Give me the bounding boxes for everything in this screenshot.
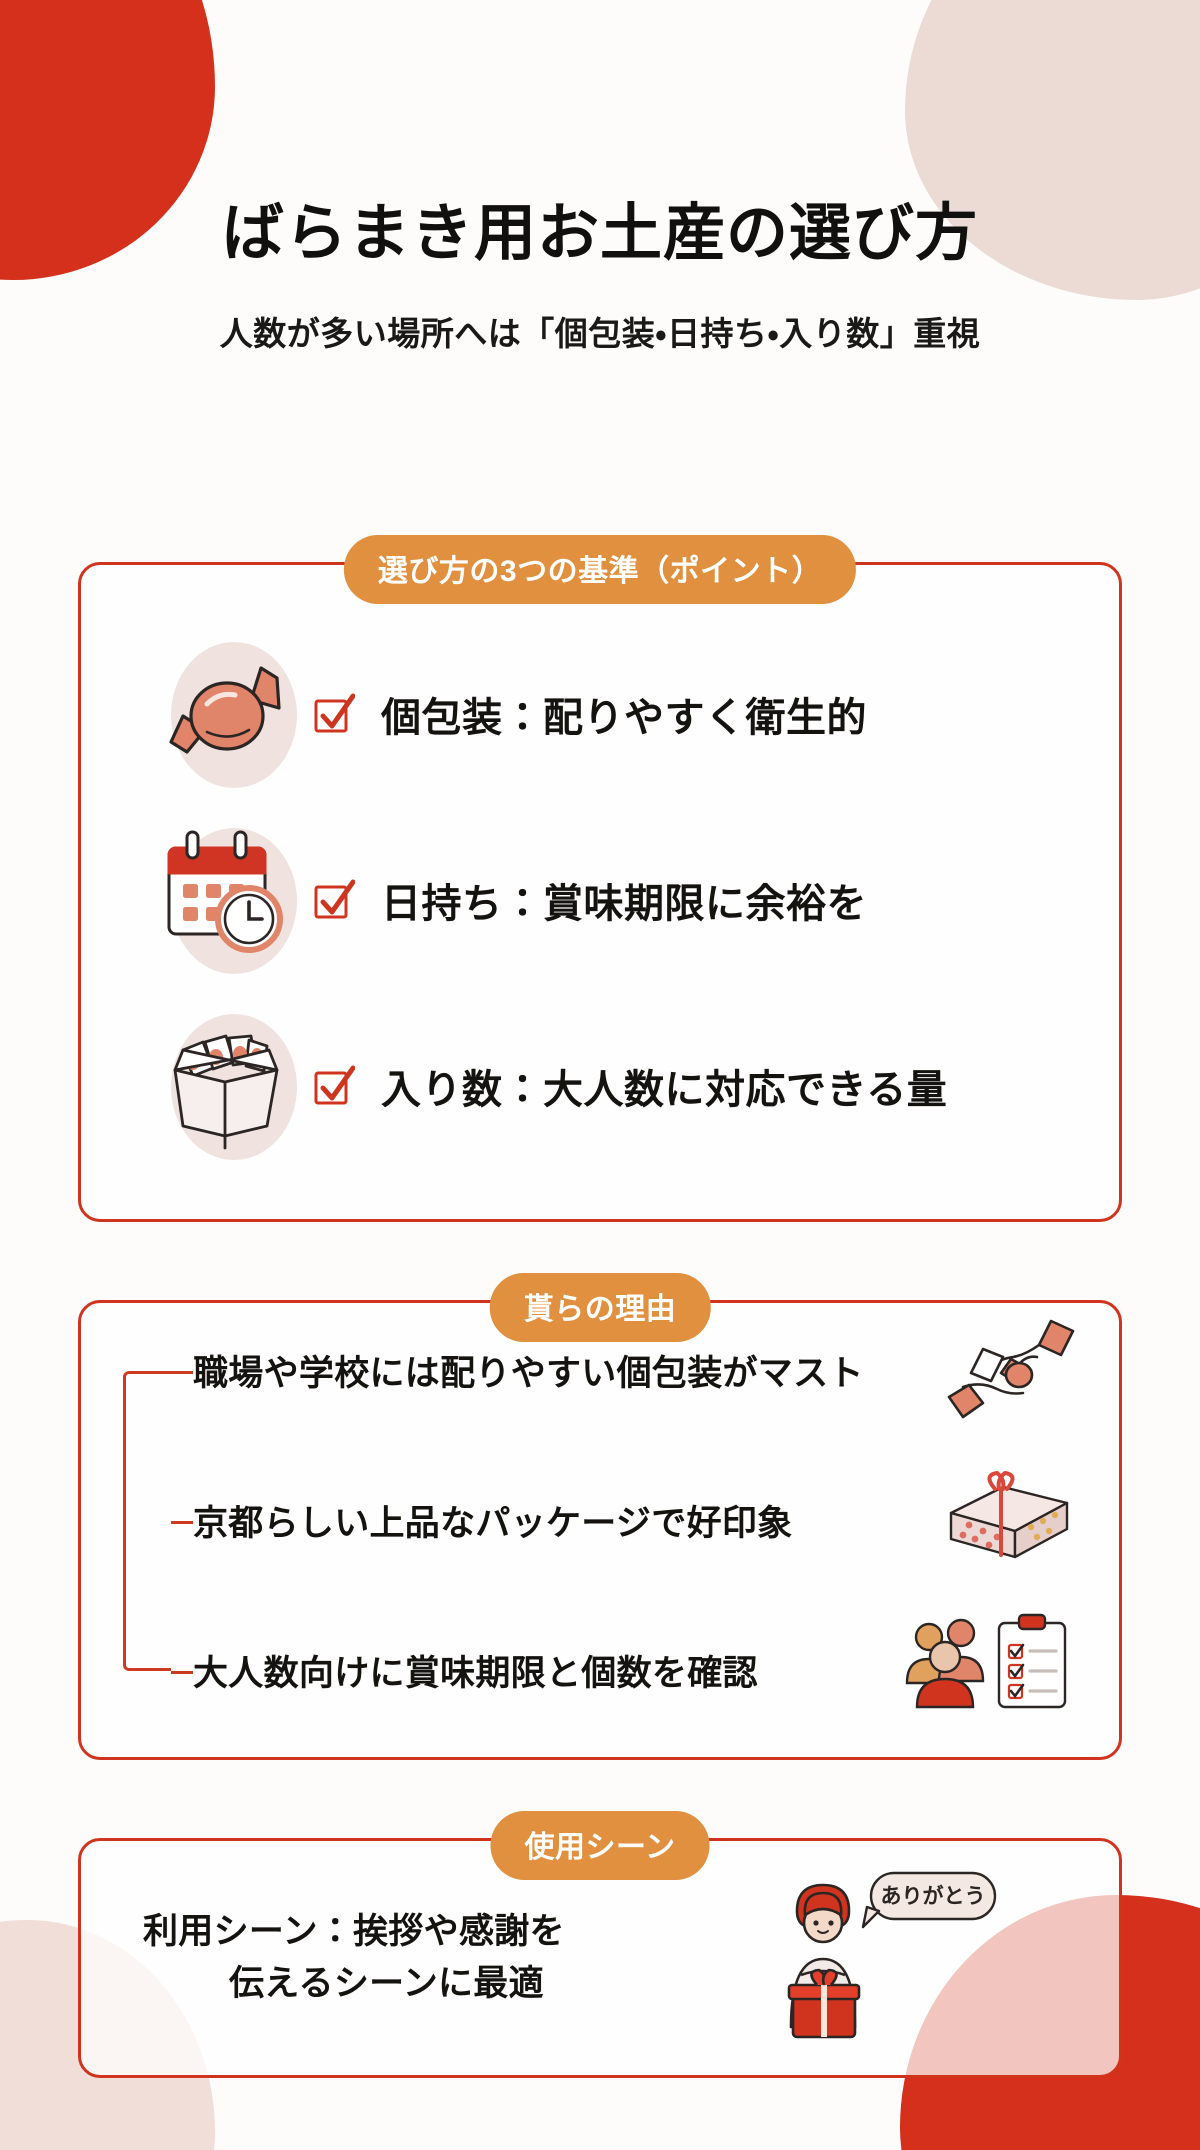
bracket-decoration: [123, 1371, 171, 1671]
card-reasons-badge: 貰らの理由: [489, 1273, 711, 1342]
criteria-label: 個包装：配りやすく衛生的: [381, 696, 867, 740]
reason-label: 大人数向けに賞味期限と個数を確認: [193, 1654, 758, 1693]
card-scene: 使用シーン 利用シーン：挨拶や感謝を 伝えるシーンに最適 ありがとう: [78, 1811, 1122, 2078]
calendar-clock-icon: [143, 820, 313, 980]
box-of-snacks-icon: [143, 1006, 313, 1166]
card-criteria-badge: 選び方の3つの基準（ポイント）: [343, 535, 857, 604]
candy-icon: [143, 634, 313, 794]
checkbox-checked-icon: [313, 1065, 356, 1107]
checkbox-checked-icon: [313, 879, 356, 921]
bracket-tick: [171, 1521, 193, 1524]
speech-bubble-text: ありがとう: [881, 1884, 986, 1908]
reason-row: 職場や学校には配りやすい個包装がマスト: [193, 1345, 1093, 1396]
reason-row: 京都らしい上品なパッケージで好印象: [193, 1495, 1093, 1546]
page-title: ばらまき用お土産の選び方: [221, 199, 978, 268]
header: ばらまき用お土産の選び方 人数が多い場所へは「個包装・日持ち・入り数」重視: [0, 0, 1200, 355]
scene-line-1: 利用シーン：挨拶や感謝を: [143, 1912, 565, 1952]
card-reasons: 貰らの理由 職場や学校には配りやすい個包装がマスト: [78, 1273, 1122, 1760]
card-criteria: 選び方の3つの基準（ポイント）: [78, 535, 1122, 1222]
speech-bubble: ありがとう: [861, 1871, 997, 1929]
scene-text-block: 利用シーン：挨拶や感謝を 伝えるシーンに最適: [143, 1906, 565, 2010]
gift-box-ribbon-icon: [939, 1467, 1079, 1572]
criteria-label: 入り数：大人数に対応できる量: [381, 1068, 948, 1112]
scene-line-2: 伝えるシーンに最適: [229, 1964, 544, 2003]
checkbox-checked-icon: [313, 693, 356, 735]
page-subtitle: 人数が多い場所へは「個包装・日持ち・入り数」重視: [219, 315, 981, 353]
people-and-checklist-icon: [899, 1611, 1079, 1720]
criteria-row: 日持ち：賞味期限に余裕を: [81, 807, 1119, 993]
criteria-list: 個包装：配りやすく衛生的: [81, 621, 1119, 1179]
card-scene-badge: 使用シーン: [490, 1811, 710, 1880]
criteria-row: 入り数：大人数に対応できる量: [81, 993, 1119, 1179]
bracket-tick: [171, 1671, 193, 1674]
reasons-list: 職場や学校には配りやすい個包装がマスト: [81, 1303, 1119, 1757]
bracket-tick: [171, 1371, 193, 1374]
hands-passing-candy-icon: [939, 1317, 1079, 1426]
criteria-label: 日持ち：賞味期限に余裕を: [381, 882, 867, 926]
reason-label: 職場や学校には配りやすい個包装がマスト: [193, 1354, 864, 1393]
criteria-row: 個包装：配りやすく衛生的: [81, 621, 1119, 807]
reason-label: 京都らしい上品なパッケージで好印象: [193, 1504, 793, 1543]
reason-row: 大人数向けに賞味期限と個数を確認: [193, 1645, 1093, 1696]
person-with-gift-icon: ありがとう: [771, 1867, 1001, 2062]
